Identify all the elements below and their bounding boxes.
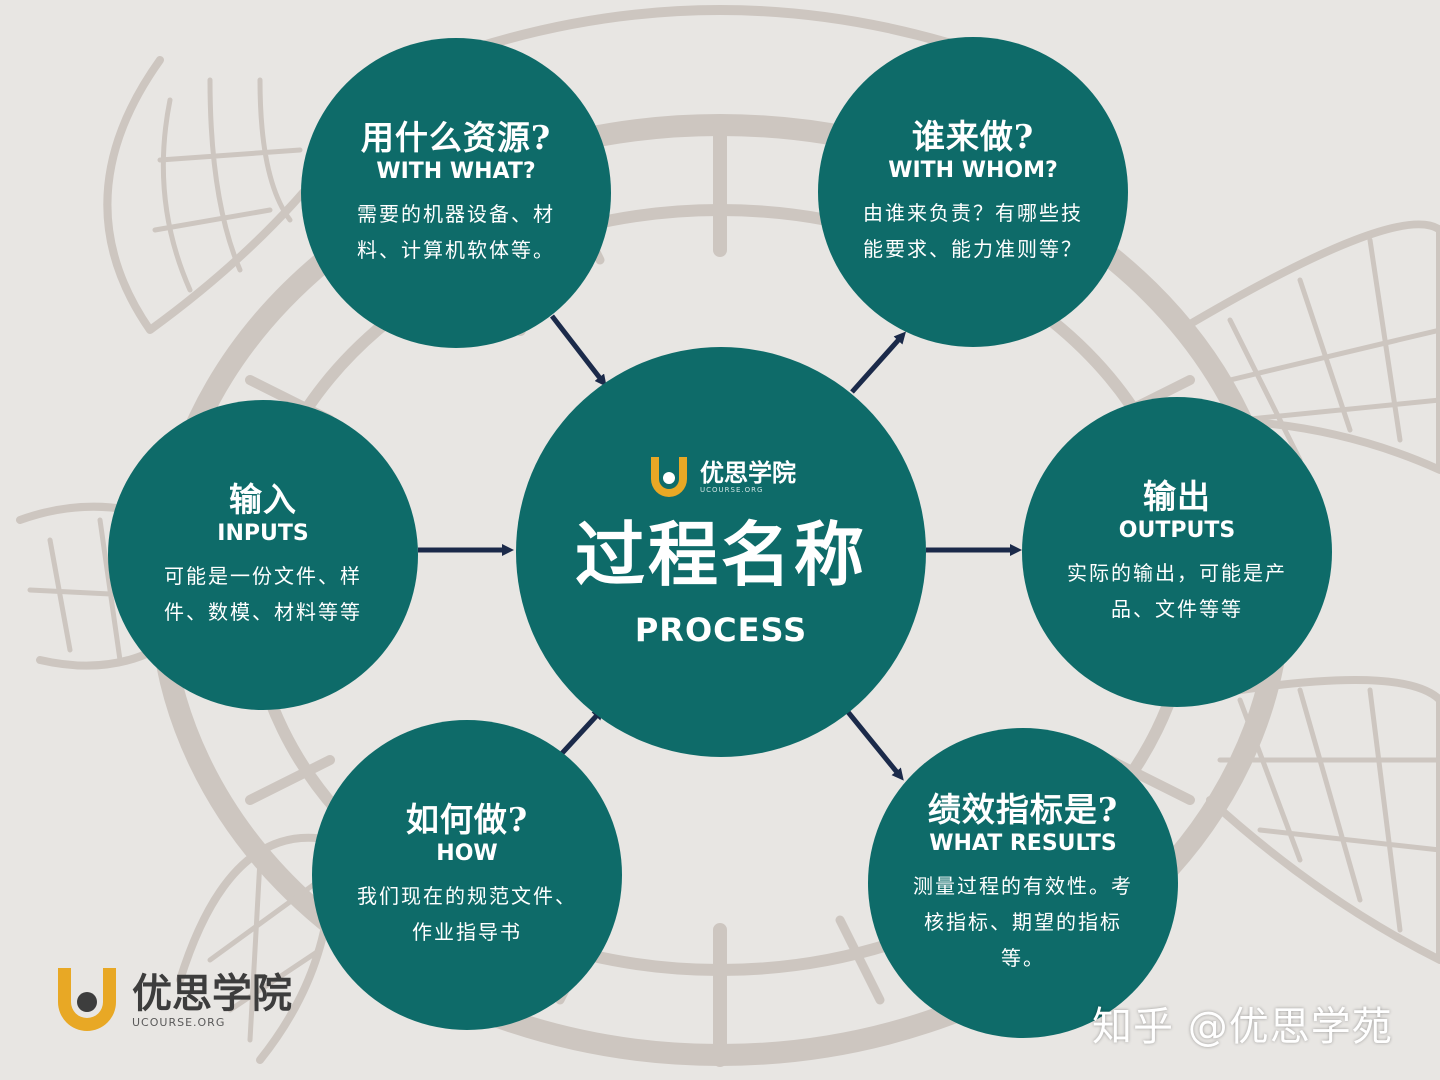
center-logo: 优思学院 UCOURSE.ORG: [646, 454, 796, 500]
u-logo-icon: [651, 457, 687, 497]
node-title-en: WITH WHOM?: [888, 158, 1058, 183]
watermark-text: 知乎 @优思学苑: [1092, 1004, 1393, 1050]
process-center-node: 优思学院 UCOURSE.ORG 过程名称 PROCESS: [516, 347, 926, 757]
node-what-results: 绩效指标是? WHAT RESULTS 测量过程的有效性。考核指标、期望的指标等…: [868, 728, 1178, 1038]
node-title-cn: 谁来做?: [911, 117, 1035, 156]
node-description: 由谁来负责？有哪些技能要求、能力准则等？: [863, 201, 1083, 261]
node-title-cn: 输入: [229, 480, 297, 519]
node-inputs: 输入 INPUTS 可能是一份文件、样件、数模、材料等等: [108, 400, 418, 710]
node-outputs: 输出 OUTPUTS 实际的输出，可能是产品、文件等等: [1022, 397, 1332, 707]
node-how: 如何做? HOW 我们现在的规范文件、作业指导书: [312, 720, 622, 1030]
node-description: 我们现在的规范文件、作业指导书: [357, 884, 577, 944]
node-title-cn: 用什么资源?: [360, 118, 552, 157]
arrow-center-to-with-whom: [850, 331, 906, 394]
node-title-en: WHAT RESULTS: [929, 831, 1117, 856]
node-title-en: OUTPUTS: [1118, 518, 1236, 543]
node-with-what: 用什么资源? WITH WHAT? 需要的机器设备、材料、计算机软体等。: [301, 38, 611, 348]
logo-subtext: UCOURSE.ORG: [700, 485, 764, 494]
node-title-cn: 如何做?: [405, 800, 529, 839]
arrow-with-what-to-center: [550, 314, 607, 387]
process-title: 过程名称: [575, 513, 867, 596]
footer-logo-name: 优思学院: [132, 970, 292, 1017]
node-description: 实际的输出，可能是产品、文件等等: [1067, 561, 1287, 621]
node-description: 需要的机器设备、材料、计算机软体等。: [357, 202, 555, 262]
footer-logo: 优思学院 UCOURSE.ORG: [52, 964, 292, 1036]
node-with-whom: 谁来做? WITH WHOM? 由谁来负责？有哪些技能要求、能力准则等？: [818, 37, 1128, 347]
node-description: 测量过程的有效性。考核指标、期望的指标等。: [913, 874, 1133, 970]
node-title-cn: 绩效指标是?: [927, 790, 1119, 829]
u-logo-icon: [58, 968, 116, 1031]
process-subtitle: PROCESS: [634, 611, 808, 649]
node-title-en: HOW: [436, 841, 498, 866]
footer-logo-subtext: UCOURSE.ORG: [132, 1015, 226, 1029]
node-title-cn: 输出: [1143, 477, 1211, 516]
node-description: 可能是一份文件、样件、数模、材料等等: [164, 564, 362, 624]
node-title-en: INPUTS: [217, 521, 309, 546]
logo-name: 优思学院: [700, 458, 796, 487]
arrow-center-to-results: [846, 710, 904, 781]
node-title-en: WITH WHAT?: [376, 159, 536, 184]
